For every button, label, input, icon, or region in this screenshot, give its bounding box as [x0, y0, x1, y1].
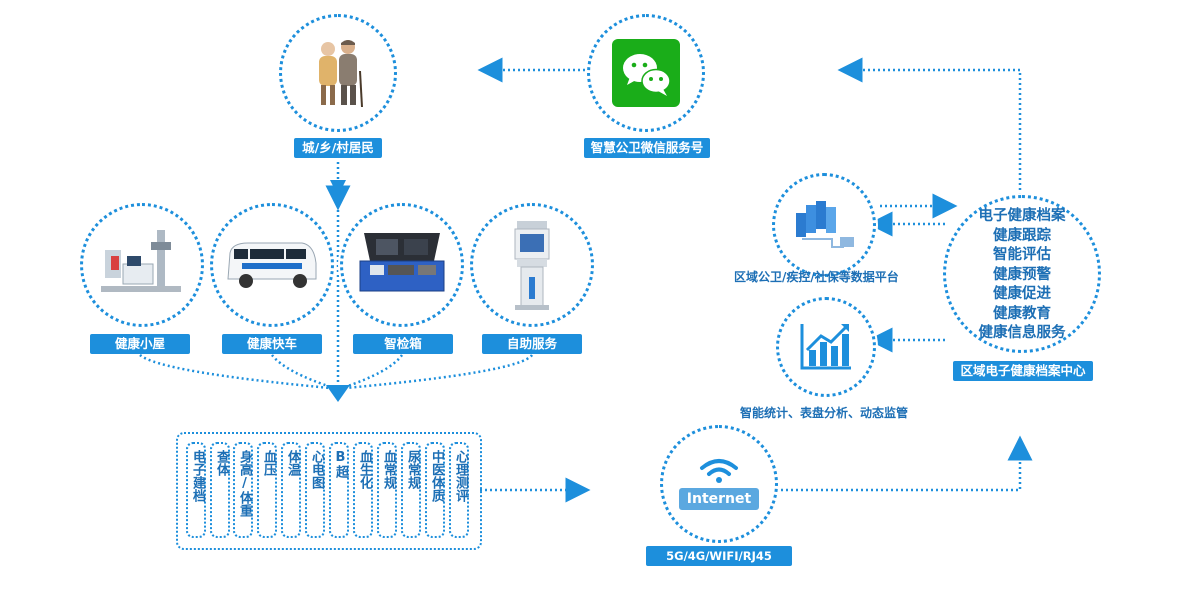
records-item: 智能评估: [993, 247, 1051, 263]
records-item: 健康跟踪: [993, 227, 1051, 244]
records-center-items: 电子健康档案 健康跟踪 智能评估 健康预警 健康促进 健康教育 健康信息服务: [952, 207, 1092, 344]
exam-item: B超: [329, 442, 349, 538]
exam-item: 尿常规: [401, 442, 421, 538]
exam-item: 电子建档: [186, 442, 206, 538]
records-item: 健康预警: [993, 266, 1051, 283]
exam-item: 身高/体重: [233, 442, 253, 538]
exam-item: 中医体质: [425, 442, 445, 538]
records-item: 健康教育: [993, 305, 1051, 322]
internet-label: Internet: [678, 488, 760, 510]
records-item: 电子健康档案: [978, 208, 1066, 224]
self-service-node: [470, 203, 594, 327]
exam-item: 血常规: [377, 442, 397, 538]
data-platform-node: [772, 173, 876, 277]
network-node: Internet: [660, 425, 778, 543]
network-label: 5G/4G/WIFI/RJ45: [646, 546, 792, 566]
self-service-label: 自助服务: [482, 334, 582, 354]
records-center-label: 区域电子健康档案中心: [953, 361, 1093, 381]
wechat-node: [587, 14, 705, 132]
smart-kit-node: [340, 203, 464, 327]
self-service-kiosk-icon: [514, 221, 550, 310]
health-van-node: [210, 203, 334, 327]
records-item: 健康信息服务: [978, 325, 1066, 341]
residents-label: 城/乡/村居民: [294, 138, 382, 158]
records-center-node: [943, 195, 1101, 353]
health-cabin-equipment-icon: [101, 230, 181, 292]
exam-item: 体温: [281, 442, 301, 538]
exam-item: 血压: [257, 442, 277, 538]
wechat-icon: [612, 39, 680, 107]
residents-node: [279, 14, 397, 132]
exam-item: 血生化: [353, 442, 373, 538]
server-network-icon: [796, 201, 854, 248]
records-item: 健康促进: [993, 286, 1051, 302]
analytics-label: 智能统计、表盘分析、动态监管: [740, 406, 909, 420]
ambulance-van-icon: [227, 242, 317, 288]
exam-item: 心理测评: [449, 442, 469, 538]
bar-chart-trend-icon: [800, 324, 851, 370]
medical-case-icon: [359, 233, 445, 292]
health-cabin-label: 健康小屋: [90, 334, 190, 354]
health-van-label: 健康快车: [222, 334, 322, 354]
data-platform-label: 区域公卫/疾控/社保等数据平台: [734, 270, 899, 284]
elderly-couple-icon: [319, 40, 363, 108]
wifi-icon: [700, 459, 738, 483]
analytics-node: [776, 297, 876, 397]
exam-item: 心电图: [305, 442, 325, 538]
health-cabin-node: [80, 203, 204, 327]
wechat-label: 智慧公卫微信服务号: [584, 138, 710, 158]
smart-kit-label: 智检箱: [353, 334, 453, 354]
exam-item: 查体: [210, 442, 230, 538]
exam-items-group: [176, 432, 482, 550]
